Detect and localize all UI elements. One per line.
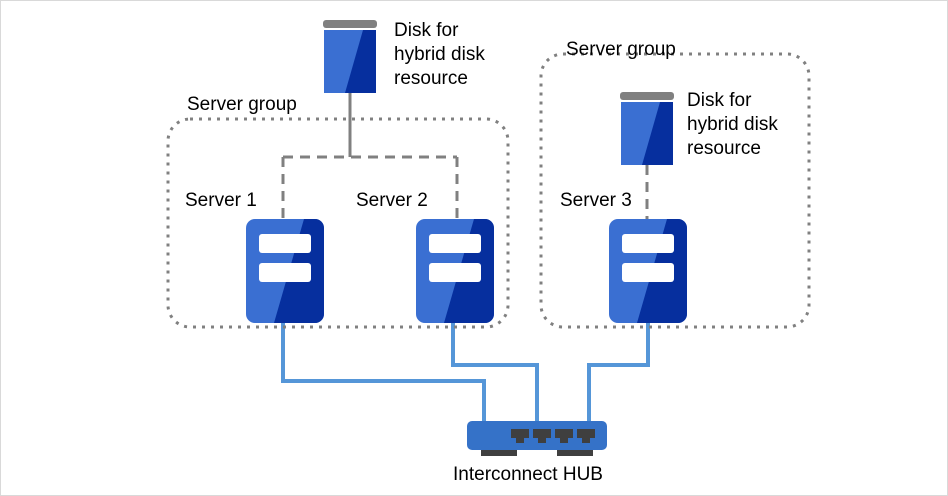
- hub-port-2: [533, 429, 551, 443]
- hub-icon: [467, 421, 607, 456]
- hub-port-1: [511, 429, 529, 443]
- hub-label: Interconnect HUB: [453, 464, 603, 485]
- network-cable-group: [281, 323, 650, 423]
- server-3-slot-top: [622, 234, 674, 253]
- disk-link-group: [281, 93, 649, 219]
- server-2-slot-bottom: [429, 263, 481, 282]
- server-group-left-label: Server group: [187, 94, 297, 115]
- server-2-label: Server 2: [356, 190, 428, 211]
- server-icon-2: [416, 219, 494, 323]
- server-1-slot-bottom: [259, 263, 311, 282]
- server-group-left-border: [166, 117, 510, 329]
- hub-foot-left: [481, 447, 517, 456]
- disk-icon-left: [323, 20, 377, 93]
- server-3-label: Server 3: [560, 190, 632, 211]
- hub-port-4: [577, 429, 595, 443]
- cable-server-3-to-hub: [587, 323, 650, 423]
- hub-foot-right: [557, 447, 593, 456]
- cable-server-1-to-hub: [281, 323, 486, 423]
- disk-right-label: Disk for hybrid disk resource: [687, 90, 778, 159]
- server-group-right-label: Server group: [566, 39, 676, 60]
- hub-ports: [511, 429, 595, 443]
- disk-cap-left: [323, 20, 377, 28]
- disk-cap-right: [620, 92, 674, 100]
- server-2-slot-top: [429, 234, 481, 253]
- hub-port-3: [555, 429, 573, 443]
- server-icon-3: [609, 219, 687, 323]
- server-3-slot-bottom: [622, 263, 674, 282]
- server-icon-1: [246, 219, 324, 323]
- server-1-label: Server 1: [185, 190, 257, 211]
- disk-left-label: Disk for hybrid disk resource: [394, 20, 485, 89]
- disk-icon-right: [620, 92, 674, 165]
- server-1-slot-top: [259, 234, 311, 253]
- cable-server-2-to-hub: [451, 323, 539, 423]
